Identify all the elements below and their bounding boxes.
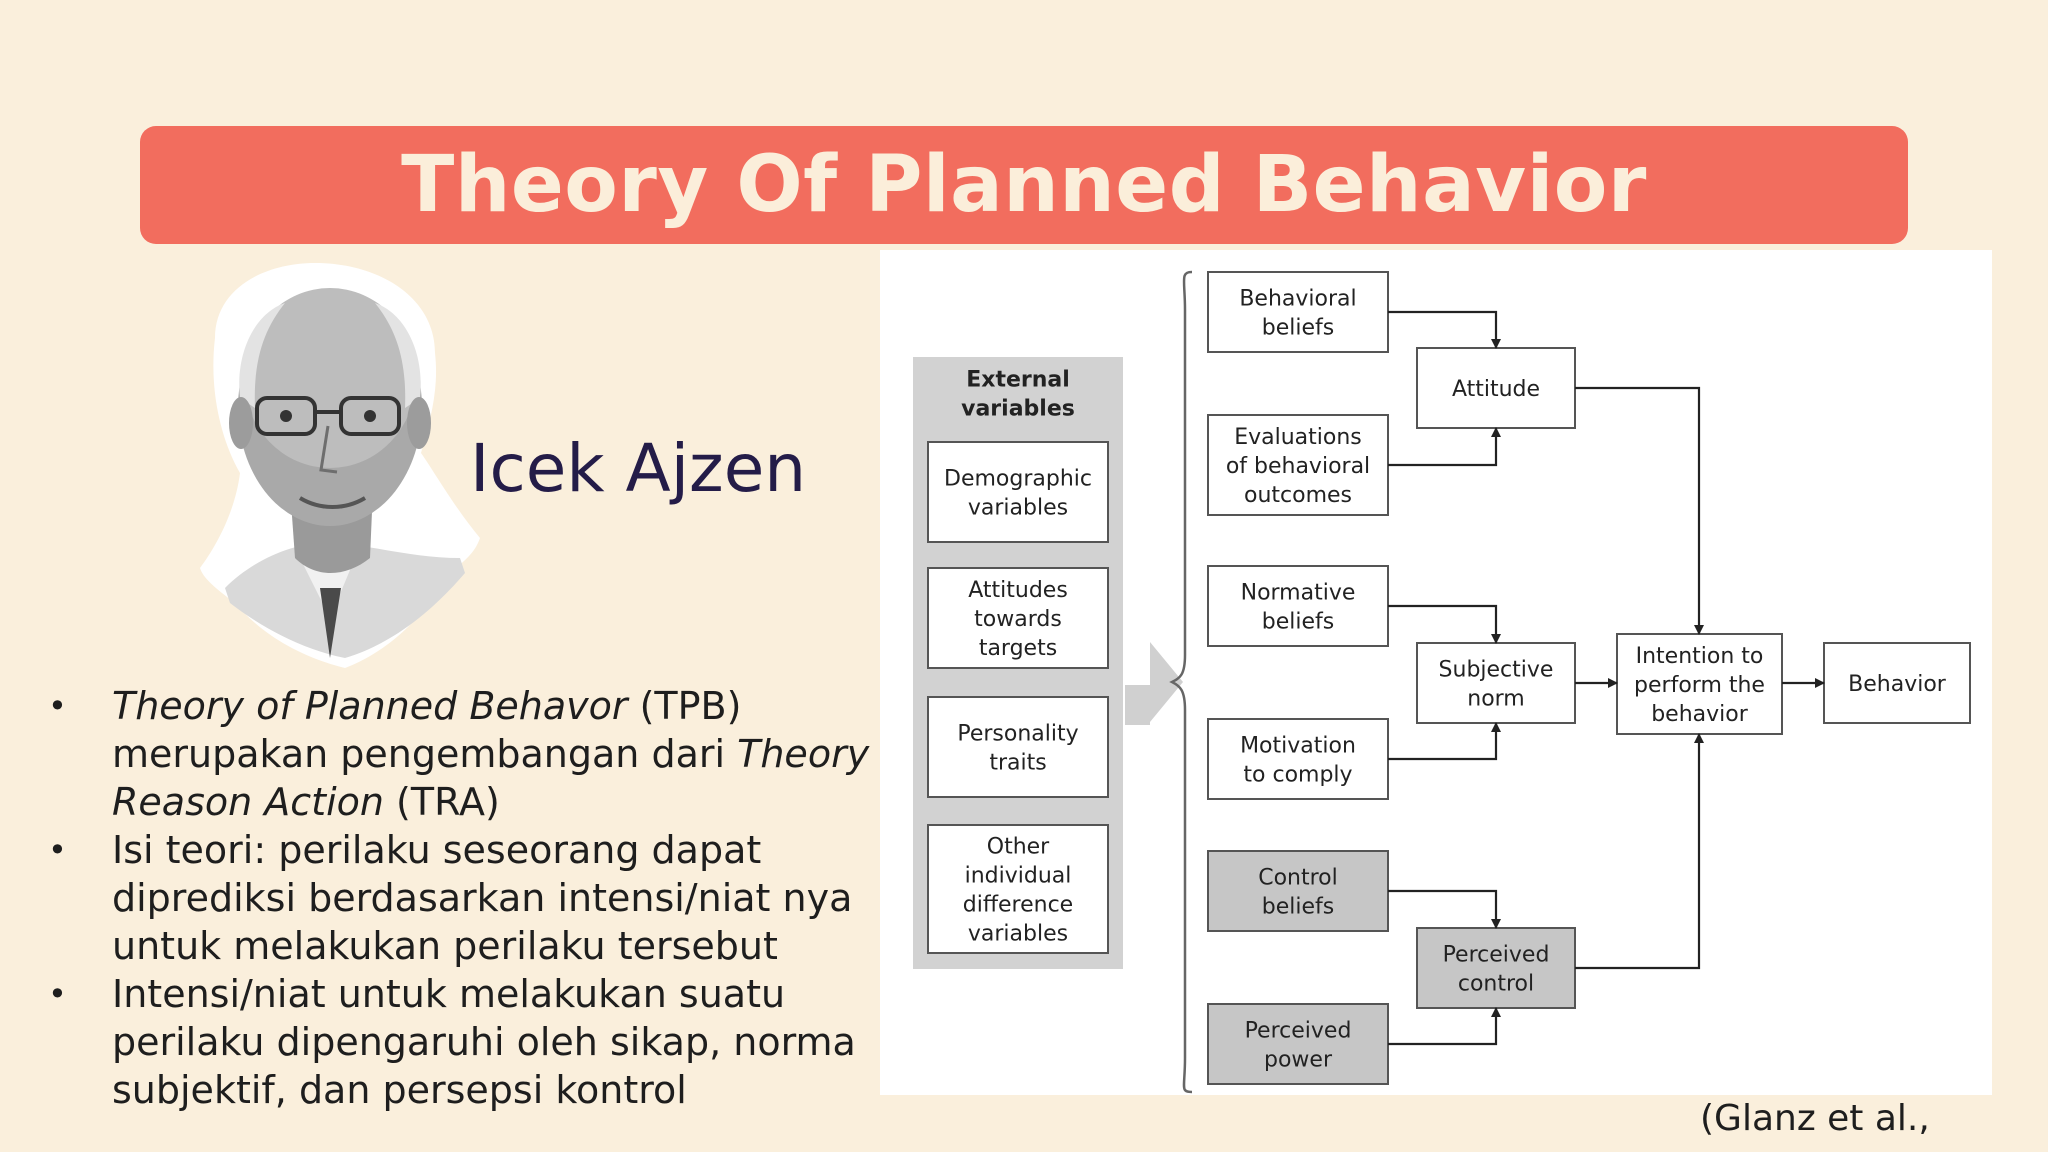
belief-box-label: beliefs (1262, 610, 1334, 635)
belief-box-label: beliefs (1262, 895, 1334, 920)
belief-box-label: Normative (1241, 581, 1356, 606)
bullet-text: (TRA) (383, 780, 500, 824)
construct-box-label: Perceived (1443, 943, 1550, 968)
bullet-dot-icon: • (48, 831, 67, 869)
belief-box-label: to comply (1243, 763, 1352, 788)
behavior-box (1823, 642, 1971, 724)
belief-box-label: Evaluations (1234, 425, 1362, 450)
bullet-dot-icon: • (48, 975, 67, 1013)
external-variable-box (927, 567, 1109, 669)
bullet-dot-icon: • (48, 687, 67, 725)
belief-box-label: Perceived (1245, 1019, 1352, 1044)
external-variable-box-label: Other (987, 835, 1050, 860)
external-variables-title: External (966, 368, 1070, 393)
construct-box-label: norm (1467, 687, 1525, 712)
bullet-text: Isi teori: perilaku seseorang dapat dipr… (112, 828, 853, 968)
construct-box (1416, 927, 1576, 1009)
construct-box-label: control (1458, 972, 1534, 997)
belief-box-label: of behavioral (1226, 454, 1370, 479)
external-variable-box (927, 441, 1109, 543)
bullet-text: (TPB) merupakan pengembangan dari (112, 684, 742, 776)
construct-box-label: Subjective (1439, 658, 1554, 683)
external-variables-title: variables (961, 397, 1075, 422)
belief-box-label: beliefs (1262, 316, 1334, 341)
connector-arrow (1388, 604, 1501, 644)
belief-box-label: Behavioral (1239, 287, 1356, 312)
belief-box (1207, 271, 1389, 353)
external-variable-box-label: individual (965, 864, 1072, 889)
external-variable-box-label: difference (963, 893, 1073, 918)
construct-box-label: Attitude (1452, 377, 1540, 402)
bullet-item: • Isi teori: perilaku seseorang dapat dip… (48, 826, 948, 970)
connector-arrow (1575, 386, 1704, 635)
bullet-item: • Intensi/niat untuk melakukan suatu peri… (48, 970, 948, 1114)
external-variable-box-label: Attitudes (968, 578, 1068, 603)
tpb-diagram-svg: ExternalvariablesDemographicvariablesAtt… (913, 270, 1971, 1094)
intention-box-label: behavior (1651, 702, 1749, 727)
intention-box-label: Intention to (1636, 644, 1764, 669)
belief-box-label: outcomes (1244, 483, 1352, 508)
connector-arrow (1388, 1007, 1501, 1046)
belief-box-label: Control (1258, 866, 1338, 891)
connector-arrow (1388, 427, 1501, 467)
connector-arrow (1388, 889, 1501, 929)
behavior-box-label: Behavior (1848, 672, 1947, 697)
external-variable-box-label: Personality (957, 722, 1078, 747)
belief-box-label: Motivation (1240, 734, 1356, 759)
intention-box-label: perform the (1634, 673, 1765, 698)
belief-box-label: power (1264, 1048, 1333, 1073)
external-variable-box-label: targets (979, 636, 1057, 661)
external-variable-box-label: variables (968, 922, 1068, 947)
external-variable-box (927, 824, 1109, 954)
connector-arrow (1388, 310, 1501, 349)
title-banner: Theory Of Planned Behavior (140, 126, 1908, 244)
bullet-text: Intensi/niat untuk melakukan suatu peril… (112, 972, 856, 1112)
big-arrow-icon (1125, 642, 1183, 725)
bullet-item: • Theory of Planned Behavor (TPB) merupak… (48, 682, 948, 826)
bullet-list: • Theory of Planned Behavor (TPB) merupak… (48, 682, 948, 1114)
external-variable-box-label: traits (989, 751, 1046, 776)
bullet-text: Theory of Planned Behavor (112, 684, 628, 728)
construct-box (1416, 347, 1576, 429)
external-variable-box-label: variables (968, 496, 1068, 521)
portrait-photo (200, 263, 480, 668)
belief-box (1207, 718, 1389, 800)
external-variable-box-label: Demographic (944, 467, 1092, 492)
external-variable-box (927, 696, 1109, 798)
person-name: Icek Ajzen (470, 430, 807, 507)
bullet-text: Theory of Reason Action (112, 732, 918, 824)
slide-title: Theory Of Planned Behavior (401, 140, 1647, 230)
belief-box (1207, 565, 1389, 647)
connector-arrow (1575, 733, 1704, 970)
citation: (Glanz et al., (1700, 1098, 1930, 1139)
brace-icon (1169, 270, 1193, 1094)
connector-arrow (1388, 722, 1501, 761)
external-variable-box-label: towards (974, 607, 1062, 632)
belief-box (1207, 414, 1389, 516)
belief-box (1207, 850, 1389, 932)
construct-box (1416, 642, 1576, 724)
